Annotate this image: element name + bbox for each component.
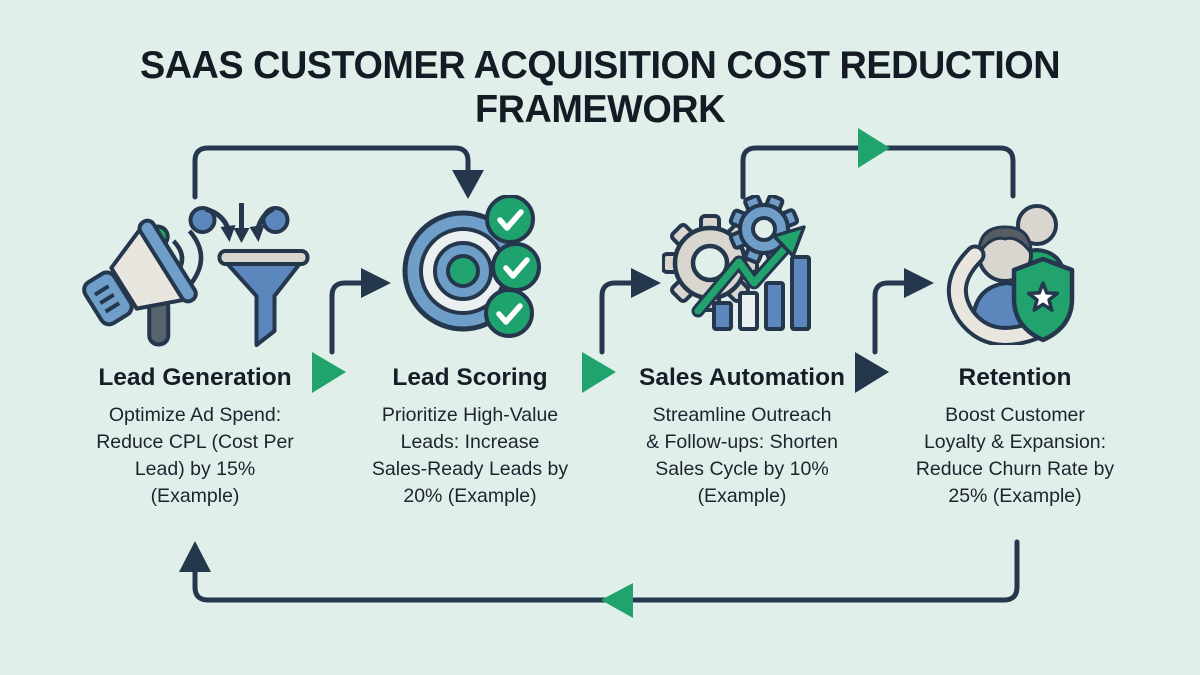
stage-lead-generation: Lead Generation Optimize Ad Spend: Reduc… <box>70 195 320 510</box>
megaphone-funnel-icon <box>82 203 310 347</box>
arrowhead-down-icon <box>452 170 484 199</box>
stage-retention: Retention Boost Customer Loyalty & Expan… <box>890 195 1140 510</box>
connector-elbow-1 <box>329 280 365 355</box>
navy-triangle-after-sales-automation <box>855 352 889 393</box>
arrowhead-right-icon <box>631 268 661 298</box>
green-arrow-right-icon <box>858 128 890 168</box>
green-triangle-after-lead-scoring <box>582 352 616 393</box>
stage-sales-automation: Sales Automation Streamline Outreach & F… <box>617 195 867 510</box>
green-triangle-after-lead-generation <box>312 352 346 393</box>
connector-elbow-3 <box>872 280 908 355</box>
stage-description: Prioritize High-Value Leads: Increase Sa… <box>371 404 569 507</box>
gears-growth-chart-icon <box>662 195 811 331</box>
megaphone-icon <box>82 218 204 347</box>
stage-title: Lead Generation <box>98 364 292 391</box>
stage-title: Retention <box>958 364 1072 391</box>
arm-swoosh-icon <box>946 244 1044 345</box>
bar-chart-icon <box>712 255 811 331</box>
target-checkmarks-icon <box>402 195 541 338</box>
green-arrow-left-icon <box>601 583 633 618</box>
customers-shield-icon <box>946 204 1075 345</box>
checkmark-icon <box>485 195 535 244</box>
stage-title: Lead Scoring <box>392 364 548 391</box>
stage-description: Boost Customer Loyalty & Expansion: Redu… <box>915 404 1115 507</box>
growth-arrow-icon <box>691 225 806 318</box>
connector-top-left <box>192 145 471 200</box>
checkmark-icon <box>491 242 541 292</box>
arrowhead-right-icon <box>904 268 934 298</box>
stage-description: Optimize Ad Spend: Reduce CPL (Cost Per … <box>96 404 294 507</box>
page-title: SAAS CUSTOMER ACQUISITION COST REDUCTION… <box>139 44 1061 131</box>
connector-bottom-loop <box>192 539 1020 603</box>
arrowhead-right-icon <box>361 268 391 298</box>
connector-elbow-2 <box>599 280 635 355</box>
stage-description: Streamline Outreach & Follow-ups: Shorte… <box>646 404 838 507</box>
checkmark-icon <box>484 288 534 338</box>
shield-star-icon <box>1011 256 1075 343</box>
gear-icon <box>728 195 800 265</box>
arrowhead-up-icon <box>179 541 211 572</box>
stage-lead-scoring: Lead Scoring Prioritize High-Value Leads… <box>345 195 595 510</box>
stage-title: Sales Automation <box>638 364 845 391</box>
star-icon <box>1026 281 1060 312</box>
funnel-icon <box>188 203 310 347</box>
